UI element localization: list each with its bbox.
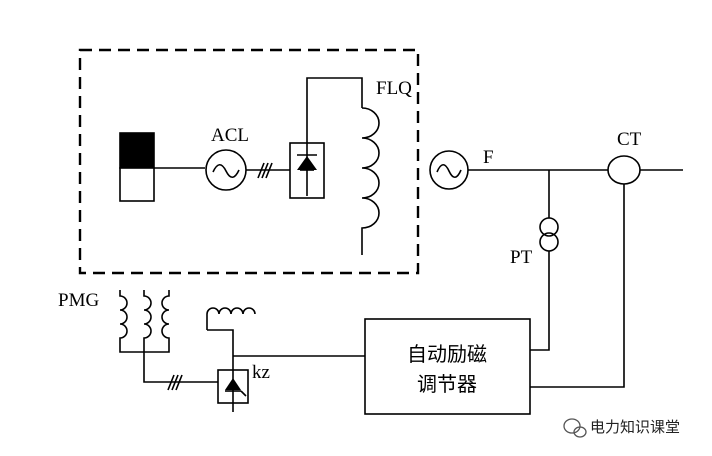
kz-winding-icon xyxy=(206,307,256,330)
wechat-logo-icon xyxy=(563,418,587,438)
wire-pmg-kz xyxy=(143,352,218,383)
wire-rectifier-flq xyxy=(306,77,363,143)
wire-ct-regulator xyxy=(530,184,625,388)
regulator-line1: 自动励磁 xyxy=(407,342,487,366)
regulator-line2: 调节器 xyxy=(417,372,477,396)
exciter-block xyxy=(119,132,155,202)
label-f: F xyxy=(483,147,494,168)
label-ct: CT xyxy=(617,129,642,150)
label-acl: ACL xyxy=(211,125,249,146)
multiphase-marker-icon xyxy=(257,162,273,179)
wire-pt-regulator xyxy=(530,251,550,351)
f-generator-icon xyxy=(429,150,469,190)
watermark-text: 电力知识课堂 xyxy=(590,418,680,436)
label-pmg: PMG xyxy=(58,290,99,311)
ct-transformer-icon xyxy=(607,155,641,185)
auto-excitation-regulator xyxy=(364,318,531,415)
label-kz: kz xyxy=(252,362,270,383)
pmg-windings-icon xyxy=(119,290,170,353)
dashed-enclosure xyxy=(78,48,420,275)
label-pt: PT xyxy=(510,247,533,268)
label-flq: FLQ xyxy=(376,78,412,99)
wire-winding-kz xyxy=(207,329,234,370)
pt-transformer-icon xyxy=(539,217,559,252)
flq-winding-icon xyxy=(361,107,380,255)
kz-thyristor-icon xyxy=(217,369,249,412)
acl-generator-icon xyxy=(205,149,247,191)
pmg-multiphase-marker-icon xyxy=(167,374,183,391)
rectifier-icon xyxy=(289,142,325,199)
